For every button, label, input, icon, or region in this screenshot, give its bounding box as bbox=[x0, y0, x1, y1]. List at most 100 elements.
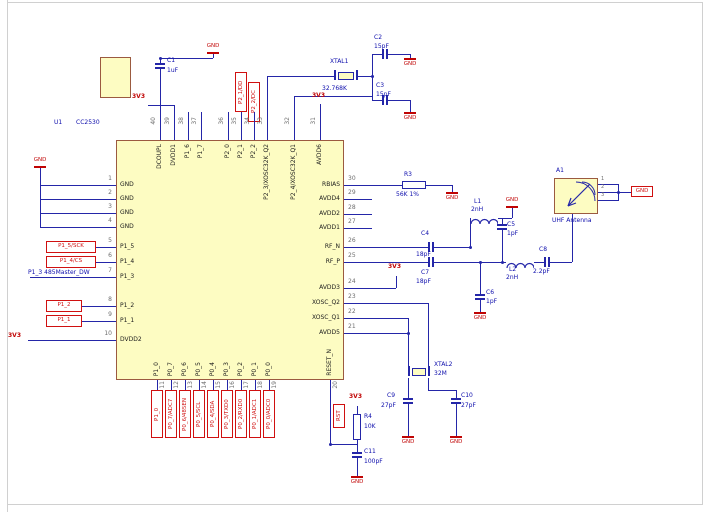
ic-pin-number: 15 bbox=[215, 381, 222, 389]
wire bbox=[408, 318, 409, 366]
port-P0_7/ADC7: P0_7/ADC7 bbox=[165, 390, 177, 438]
ic-part-number: CC2530 bbox=[76, 119, 100, 126]
wire bbox=[372, 247, 428, 248]
ic-pin-name: P1_4 bbox=[120, 258, 135, 265]
port-p1_1: P1_1 bbox=[46, 315, 82, 327]
ic-pin-name: AVDD3 bbox=[319, 284, 340, 291]
wire bbox=[480, 300, 481, 312]
wire bbox=[160, 69, 161, 112]
antenna-pin-number: 1 bbox=[601, 176, 605, 182]
wire bbox=[372, 100, 382, 101]
wire bbox=[294, 96, 295, 112]
power-3v3-label: 3V3 bbox=[312, 92, 325, 99]
ic-pin-number: 36 bbox=[218, 117, 225, 125]
ic-pin-number: 8 bbox=[108, 296, 112, 303]
component-label: 2.2pF bbox=[533, 268, 550, 275]
antenna-icon bbox=[555, 179, 599, 213]
ic-pin-number: 39 bbox=[164, 117, 171, 125]
wire bbox=[358, 76, 372, 77]
gnd-label: GND bbox=[403, 61, 417, 67]
component-label: L1 bbox=[474, 198, 482, 205]
ic-body bbox=[116, 140, 344, 380]
ic-pin-number: 26 bbox=[348, 237, 356, 244]
pin-wire bbox=[227, 380, 228, 390]
ic-pin-number: 11 bbox=[159, 381, 166, 389]
ic-pin-name: AVDD4 bbox=[319, 195, 340, 202]
ic-pin-number: 23 bbox=[348, 293, 356, 300]
ic-pin-name: P1_7 bbox=[197, 144, 204, 159]
capacitor-C10-plate bbox=[451, 402, 461, 404]
capacitor-C1-plate bbox=[155, 67, 165, 69]
ic-pin-number: 9 bbox=[108, 311, 112, 318]
pin-wire bbox=[344, 199, 372, 200]
wire bbox=[428, 378, 429, 390]
capacitor-C2-plate bbox=[386, 49, 388, 59]
ic-pin-number: 19 bbox=[271, 381, 278, 389]
pin-wire bbox=[344, 288, 372, 289]
component-label: 1pF bbox=[486, 298, 498, 305]
ic-pin-number: 29 bbox=[348, 189, 356, 196]
antenna-designator: A1 bbox=[556, 167, 564, 174]
wire bbox=[480, 262, 481, 294]
ic-pin-name: P2_1 bbox=[237, 144, 244, 159]
pin-wire bbox=[160, 112, 161, 140]
wire bbox=[160, 58, 161, 63]
wire bbox=[357, 440, 358, 452]
ic-pin-name: P1_5 bbox=[120, 243, 135, 250]
wire bbox=[82, 321, 116, 322]
wire bbox=[82, 306, 116, 307]
wire bbox=[40, 213, 116, 214]
ic-pin-name: P0_6 bbox=[181, 361, 188, 376]
wire bbox=[408, 378, 409, 398]
port-P0_1/ADC1: P0_1/ADC1 bbox=[249, 390, 261, 438]
ic-pin-number: 38 bbox=[178, 117, 185, 125]
capacitor-C6-plate bbox=[475, 294, 485, 296]
wire bbox=[452, 185, 453, 192]
ic-pin-name: P0_2 bbox=[237, 361, 244, 376]
capacitor-C2-plate bbox=[382, 49, 384, 59]
junction-dot bbox=[617, 191, 620, 194]
port-P1_0: P1_0 bbox=[151, 390, 163, 438]
capacitor-C4-plate bbox=[432, 242, 434, 252]
port-P0_2/RXD0: P0_2/RXD0 bbox=[235, 390, 247, 438]
power-3v3-label: 3V3 bbox=[8, 332, 21, 339]
capacitor-C11-plate bbox=[352, 456, 362, 458]
component-label: C7 bbox=[421, 269, 430, 276]
ic-pin-name: RF_P bbox=[325, 258, 340, 265]
capacitor-C10-plate bbox=[451, 398, 461, 400]
gnd-label: GND bbox=[505, 197, 519, 203]
port-P0_4/SDA: P0_4/SDA bbox=[207, 390, 219, 438]
gnd-label: GND bbox=[350, 479, 364, 485]
component-label: 2nH bbox=[471, 206, 484, 213]
inductor-L1 bbox=[470, 210, 499, 225]
xtal2-plate bbox=[428, 366, 430, 376]
gnd-symbol bbox=[404, 58, 416, 60]
wire bbox=[388, 54, 410, 55]
ic-pin-number: 17 bbox=[243, 381, 250, 389]
wire bbox=[40, 199, 116, 200]
antenna-pin-number: 3 bbox=[601, 192, 605, 198]
antenna-name: UHF Antenna bbox=[552, 217, 592, 224]
pin-wire bbox=[199, 380, 200, 390]
ic-designator: U1 bbox=[54, 119, 63, 126]
ic-pin-number: 12 bbox=[173, 381, 180, 389]
wire bbox=[534, 262, 544, 263]
component-label: 32.768K bbox=[322, 85, 347, 92]
wire bbox=[372, 288, 396, 289]
component-box bbox=[100, 57, 131, 98]
pin-wire bbox=[344, 262, 372, 263]
pin-wire bbox=[344, 333, 372, 334]
wire bbox=[470, 218, 471, 247]
resistor-R4 bbox=[353, 414, 361, 440]
ic-pin-name: P0_7 bbox=[167, 361, 174, 376]
component-label: 2nH bbox=[506, 274, 519, 281]
wire bbox=[428, 390, 456, 391]
wire bbox=[502, 218, 503, 224]
ic-pin-number: 22 bbox=[348, 308, 356, 315]
pin-wire bbox=[228, 112, 229, 140]
wire bbox=[160, 58, 213, 59]
wire bbox=[410, 54, 411, 58]
wire bbox=[330, 444, 357, 445]
component-label: 18pF bbox=[416, 251, 431, 258]
wire bbox=[550, 262, 572, 263]
